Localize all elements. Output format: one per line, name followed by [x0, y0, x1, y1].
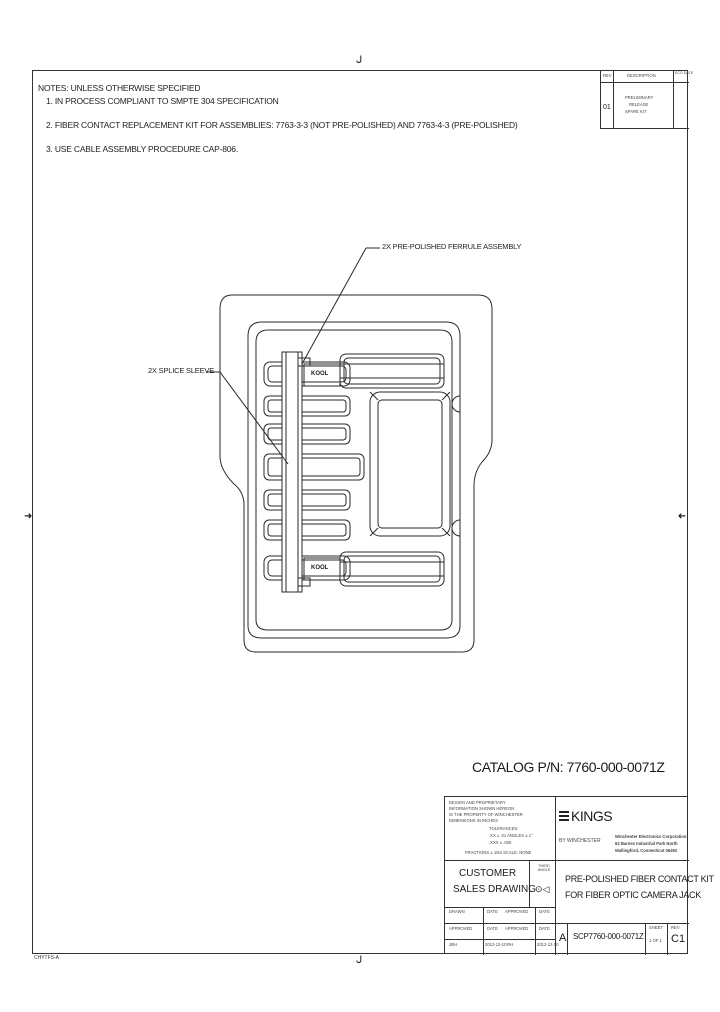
- sign-h1: DRAWN: [449, 909, 465, 914]
- sign-h4: DATE: [539, 909, 550, 914]
- sleeve-callout: 2X SPLICE SLEEVE: [148, 366, 215, 375]
- sign-r2-2: DATE: [487, 926, 498, 931]
- drawing-number: SCP7760-000-0071Z: [573, 932, 644, 941]
- sales-drawing-label: SALES DRAWING: [453, 884, 536, 895]
- note-2: 2. FIBER CONTACT REPLACEMENT KIT FOR ASS…: [46, 120, 518, 130]
- projection-icon: ⊙◁: [535, 884, 550, 894]
- prop-line-5: TOLERANCES:: [489, 826, 519, 831]
- sheet-value: 1 OF 1: [649, 938, 662, 943]
- sign-r3-3: RH: [507, 942, 514, 947]
- rev-desc-3: SPARE KIT: [625, 109, 647, 114]
- rev-desc-2: RELEASE: [629, 102, 649, 107]
- address-line-1: Winchester Electronics Corporation: [615, 834, 687, 839]
- sign-h2: DATE: [487, 909, 498, 914]
- prop-line-3: IS THE PROPERTY OF WINCHESTER: [449, 812, 523, 817]
- sheet-label: SHEET: [649, 925, 663, 930]
- prop-line-4: DIMENSIONS IN INCHES: [449, 818, 498, 823]
- bottom-center-mark: ᒍ: [356, 955, 363, 966]
- ferrule-callout: 2X PRE-POLISHED FERRULE ASSEMBLY: [382, 242, 522, 251]
- title-line-1: PRE-POLISHED FIBER CONTACT KIT: [565, 874, 714, 884]
- rev-value: 01: [603, 104, 611, 111]
- drawing-border: [32, 70, 688, 954]
- description-header: DESCRIPTION: [627, 73, 656, 78]
- address-line-3: Wallingford, Connecticut 06492: [615, 848, 678, 853]
- revision-block: REV DESCRIPTION ECO DATE 01 PRELIMINARY …: [600, 70, 693, 129]
- company-sub: BY WINCHESTER: [559, 838, 601, 844]
- footer-code: CHYTFS-A: [34, 955, 59, 961]
- sign-r2-3: APPROVED: [505, 926, 529, 931]
- size-value: A: [559, 932, 567, 944]
- sign-r2-1: APPROVED: [449, 926, 473, 931]
- left-center-arrow: ➜: [24, 511, 33, 522]
- address-line-2: 62 Barnes Industrial Park North: [615, 841, 678, 846]
- rev-code: C1: [671, 933, 686, 945]
- kings-logo-icon: [559, 811, 569, 823]
- note-3: 3. USE CABLE ASSEMBLY PROCEDURE CAP-806.: [46, 144, 238, 154]
- rev-header: REV: [603, 73, 612, 78]
- prop-line-8: FRACTIONS ± 1/64 SCALE: NONE: [465, 850, 532, 855]
- note-1: 1. IN PROCESS COMPLIANT TO SMPTE 304 SPE…: [46, 96, 279, 106]
- title-block: DESIGN AND PROPRIETARY INFORMATION SHOWN…: [444, 796, 714, 955]
- customer-label: CUSTOMER: [459, 868, 517, 879]
- sign-r3-2: 2012-12-10: [485, 942, 507, 947]
- eco-date-header: ECO DATE: [675, 71, 694, 75]
- sign-r3-4: 2012-12-10: [537, 942, 559, 947]
- spring-label-top: KOOL: [311, 371, 329, 377]
- company-logo: KINGS: [571, 808, 613, 824]
- sign-r3-1: JBH: [449, 942, 457, 947]
- notes-title: NOTES: UNLESS OTHERWISE SPECIFIED: [38, 83, 201, 93]
- rev-label: REV: [671, 925, 680, 930]
- sign-h3: APPROVED: [505, 909, 529, 914]
- prop-line-2: INFORMATION SHOWN HEREON: [449, 806, 515, 811]
- title-line-2: FOR FIBER OPTIC CAMERA JACK: [565, 890, 701, 900]
- third-angle-label: THIRD ANGLE: [537, 864, 551, 872]
- spring-label-bottom: KOOL: [311, 565, 329, 571]
- prop-line-6: .XX ± .01 ANGLES ± 1°: [489, 833, 533, 838]
- prop-line-1: DESIGN AND PROPRIETARY: [449, 800, 506, 805]
- sign-r2-4: DATE: [539, 926, 550, 931]
- prop-line-7: .XXX ± .005: [489, 840, 512, 845]
- rev-desc-1: PRELIMINARY: [625, 95, 654, 100]
- catalog-part-number: CATALOG P/N: 7760-000-0071Z: [472, 759, 665, 775]
- top-center-mark: ᒍ: [356, 55, 363, 66]
